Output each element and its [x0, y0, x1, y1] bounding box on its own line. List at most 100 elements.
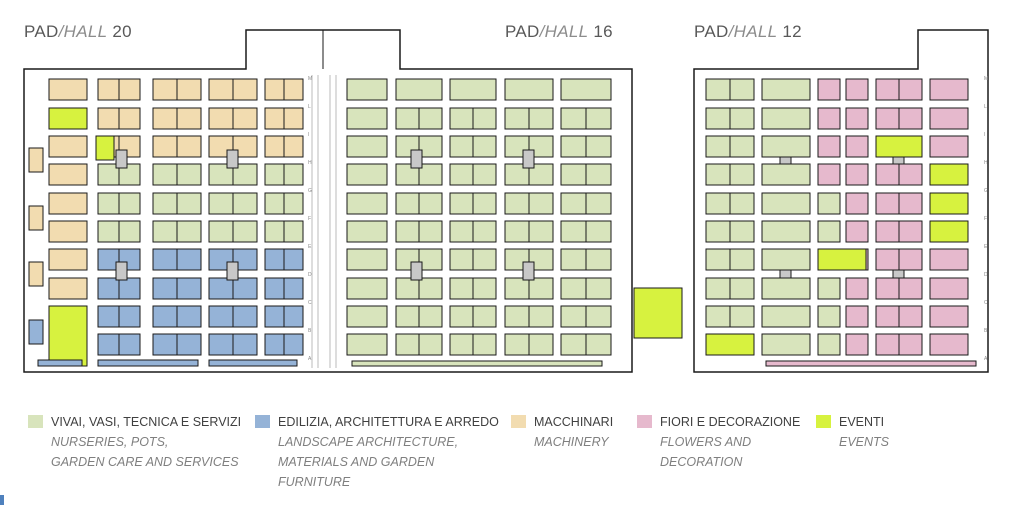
row-letter: L — [308, 104, 311, 110]
stand — [346, 163, 388, 186]
row-letter: C — [308, 300, 312, 306]
hall-number: 12 — [782, 22, 802, 41]
stand — [346, 220, 388, 243]
event-area — [817, 248, 867, 271]
stand — [346, 107, 388, 130]
event-area — [929, 163, 969, 186]
hall-number: 20 — [112, 22, 132, 41]
event-area — [705, 333, 755, 356]
row-letter: G — [984, 188, 988, 194]
stand — [845, 107, 869, 130]
stand — [761, 248, 811, 271]
stand — [346, 277, 388, 300]
hall-prefix: PAD — [24, 22, 59, 41]
stand — [845, 192, 869, 215]
legend-sublabel: GARDEN CARE AND SERVICES — [51, 455, 239, 469]
stand — [845, 78, 869, 101]
legend-swatch-lime — [816, 415, 831, 428]
stand — [48, 248, 88, 271]
row-letter: M — [984, 76, 988, 82]
stand — [929, 277, 969, 300]
edge-stand — [208, 359, 298, 367]
event-area — [929, 192, 969, 215]
row-letter: B — [984, 328, 988, 334]
pillar — [226, 149, 239, 169]
pillar — [410, 149, 423, 169]
stand — [761, 192, 811, 215]
stand — [761, 277, 811, 300]
row-letter: C — [984, 300, 988, 306]
event-area — [48, 305, 88, 367]
event-area — [95, 135, 115, 161]
stand — [817, 78, 841, 101]
row-letter: E — [984, 244, 988, 250]
stand — [929, 107, 969, 130]
pillar — [115, 261, 128, 281]
row-letter: E — [308, 244, 312, 250]
stand — [929, 135, 969, 158]
row-letter: A — [308, 356, 312, 362]
stand — [929, 78, 969, 101]
hall-12-title: PAD/HALL 12 — [694, 22, 802, 42]
legend-sublabel: EVENTS — [839, 435, 890, 449]
hall-word: HALL — [544, 22, 589, 41]
hall-16-title: PAD/HALL 16 — [505, 22, 613, 42]
legend-macchinari: MACCHINARI MACHINERY — [511, 412, 613, 452]
edge-stand — [351, 360, 603, 367]
legend-edilizia: EDILIZIA, ARCHITETTURA E ARREDO LANDSCAP… — [255, 412, 499, 492]
stand — [761, 78, 811, 101]
stand — [817, 163, 841, 186]
legend-swatch-blue — [255, 415, 270, 428]
row-letter: G — [308, 188, 312, 194]
stand — [346, 78, 388, 101]
stand — [845, 135, 869, 158]
row-letter: L — [984, 104, 987, 110]
stand — [929, 248, 969, 271]
stand — [48, 192, 88, 215]
stand — [346, 135, 388, 158]
pillar — [522, 261, 535, 281]
stand — [48, 220, 88, 243]
pillar — [115, 149, 128, 169]
edge-stand — [765, 360, 977, 367]
stand — [817, 220, 841, 243]
stand — [346, 333, 388, 356]
stand — [845, 163, 869, 186]
event-area — [48, 107, 88, 130]
hall-separator: / — [728, 22, 734, 41]
row-letter: F — [984, 216, 987, 222]
edge-stand — [97, 359, 199, 367]
legend-label: FIORI E DECORAZIONE — [660, 415, 801, 429]
stand — [449, 78, 497, 101]
hall-prefix: PAD — [694, 22, 729, 41]
stand — [395, 78, 443, 101]
row-letter: D — [984, 272, 988, 278]
legend-sublabel: MATERIALS AND GARDEN — [278, 455, 435, 469]
event-area — [633, 287, 683, 339]
legend-label: EVENTI — [839, 415, 885, 429]
hall-separator: / — [539, 22, 545, 41]
stand — [761, 107, 811, 130]
legend-sublabel: FLOWERS AND — [660, 435, 752, 449]
hall-prefix: PAD — [505, 22, 540, 41]
edge-stand — [37, 359, 83, 367]
side-stand — [28, 205, 44, 231]
stand — [346, 192, 388, 215]
stand — [845, 277, 869, 300]
pillar — [226, 261, 239, 281]
stand — [560, 78, 612, 101]
row-letter: F — [308, 216, 311, 222]
legend-sublabel: DECORATION — [660, 455, 743, 469]
stand — [346, 305, 388, 328]
legend-fiori: FIORI E DECORAZIONE FLOWERS AND DECORATI… — [637, 412, 800, 472]
side-stand — [28, 319, 44, 345]
stand — [817, 107, 841, 130]
row-letter: H — [308, 160, 312, 166]
legend-label: EDILIZIA, ARCHITETTURA E ARREDO — [278, 415, 499, 429]
legend-label: MACCHINARI — [534, 415, 614, 429]
legend-sublabel: LANDSCAPE ARCHITECTURE, — [278, 435, 459, 449]
side-stand — [28, 261, 44, 287]
row-letter: H — [984, 160, 988, 166]
stand — [845, 305, 869, 328]
